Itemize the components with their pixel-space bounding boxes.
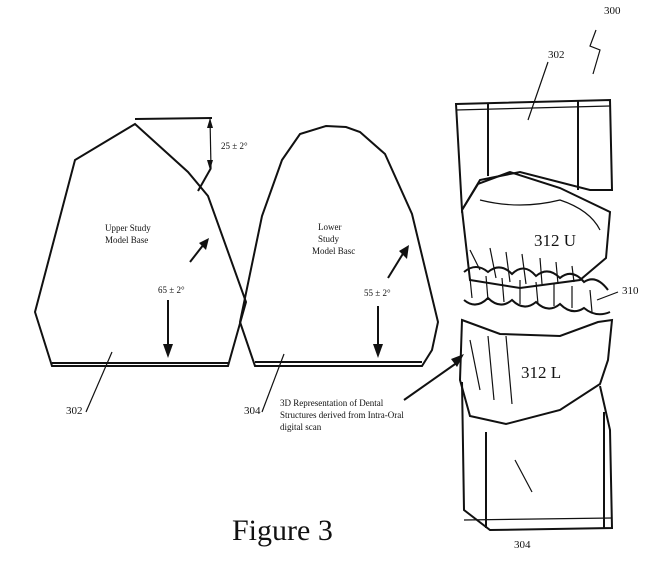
lower-base-title-1: Lower (318, 222, 342, 232)
lower-side-angle: 55 ± 2° (364, 288, 391, 298)
ref-312u: 312 U (534, 231, 576, 250)
upper-study-model-base (33, 117, 248, 367)
scan-annotation-2: Structures derived from Intra-Oral (280, 410, 404, 420)
lower-study-model-base (238, 124, 440, 367)
ref-304-left: 304 (244, 405, 261, 417)
upper-top-angle: 25 ± 2° (221, 141, 248, 151)
upper-base-title-1: Upper Study (105, 223, 151, 233)
leader-304 (261, 353, 285, 413)
ref-310: 310 (622, 285, 639, 297)
scan-annotation-3: digital scan (280, 422, 322, 432)
ref-302-left: 302 (66, 405, 83, 417)
lower-base-title-3: Model Basc (312, 246, 355, 256)
ref-302-top: 302 (548, 49, 565, 61)
ref-312l: 312 L (521, 363, 561, 382)
ref-304-bottom: 304 (514, 539, 531, 551)
scan-annotation-1: 3D Representation of Dental (280, 398, 384, 408)
figure-caption: Figure 3 (232, 514, 333, 547)
upper-base-title-2: Model Base (105, 235, 148, 245)
dental-model-assembly (454, 29, 619, 532)
upper-side-angle: 65 ± 2° (158, 285, 185, 295)
ref-300: 300 (604, 5, 621, 17)
leader-302 (85, 351, 113, 413)
scan-arrow (403, 354, 464, 401)
lower-base-title-2: Study (318, 234, 340, 244)
